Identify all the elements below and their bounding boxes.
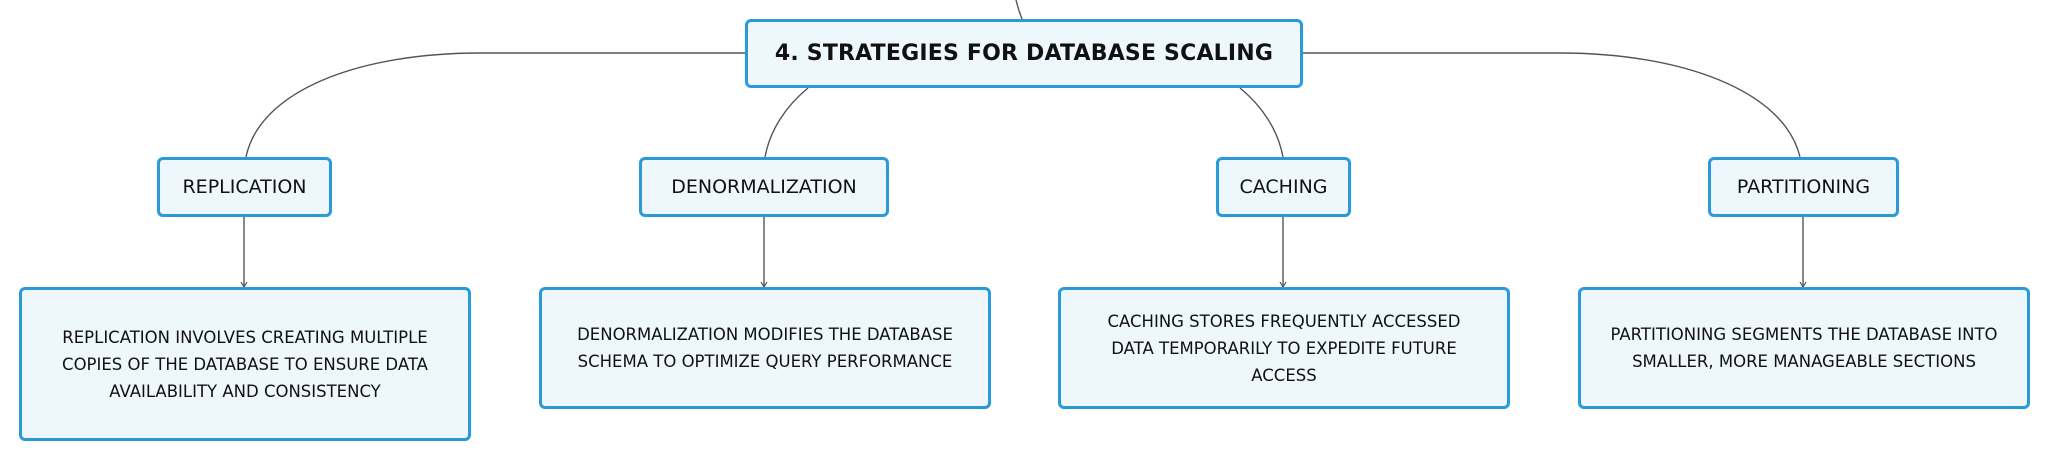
connector-root-to-denormalization xyxy=(764,87,809,158)
partitioning-description-node[interactable]: PARTITIONING SEGMENTS THE DATABASE INTO … xyxy=(1578,287,2030,409)
caching-description-node[interactable]: CACHING STORES FREQUENTLY ACCESSED DATA … xyxy=(1058,287,1510,409)
denormalization-node[interactable]: DENORMALIZATION xyxy=(639,157,889,217)
root-topic-node[interactable]: 4. STRATEGIES FOR DATABASE SCALING xyxy=(745,19,1303,88)
caching-label: CACHING xyxy=(1239,176,1328,198)
denormalization-description: DENORMALIZATION MODIFIES THE DATABASE SC… xyxy=(577,325,953,371)
root-topic-title: 4. STRATEGIES FOR DATABASE SCALING xyxy=(774,41,1274,66)
connector-root-to-caching xyxy=(1239,87,1284,158)
connector-root-to-partitioning xyxy=(1303,52,1801,158)
partitioning-node[interactable]: PARTITIONING xyxy=(1708,157,1899,217)
partitioning-description: PARTITIONING SEGMENTS THE DATABASE INTO … xyxy=(1610,325,1998,371)
connector-parent-to-root xyxy=(1015,0,1023,20)
denormalization-description-node[interactable]: DENORMALIZATION MODIFIES THE DATABASE SC… xyxy=(539,287,991,409)
replication-node[interactable]: REPLICATION xyxy=(157,157,332,217)
caching-node[interactable]: CACHING xyxy=(1216,157,1351,217)
caching-description: CACHING STORES FREQUENTLY ACCESSED DATA … xyxy=(1107,311,1461,385)
connector-root-to-replication xyxy=(245,52,745,158)
replication-label: REPLICATION xyxy=(182,176,307,198)
partitioning-label: PARTITIONING xyxy=(1736,176,1871,198)
replication-description-node[interactable]: REPLICATION INVOLVES CREATING MULTIPLE C… xyxy=(19,287,471,441)
denormalization-label: DENORMALIZATION xyxy=(671,176,857,198)
replication-description: REPLICATION INVOLVES CREATING MULTIPLE C… xyxy=(62,327,428,401)
